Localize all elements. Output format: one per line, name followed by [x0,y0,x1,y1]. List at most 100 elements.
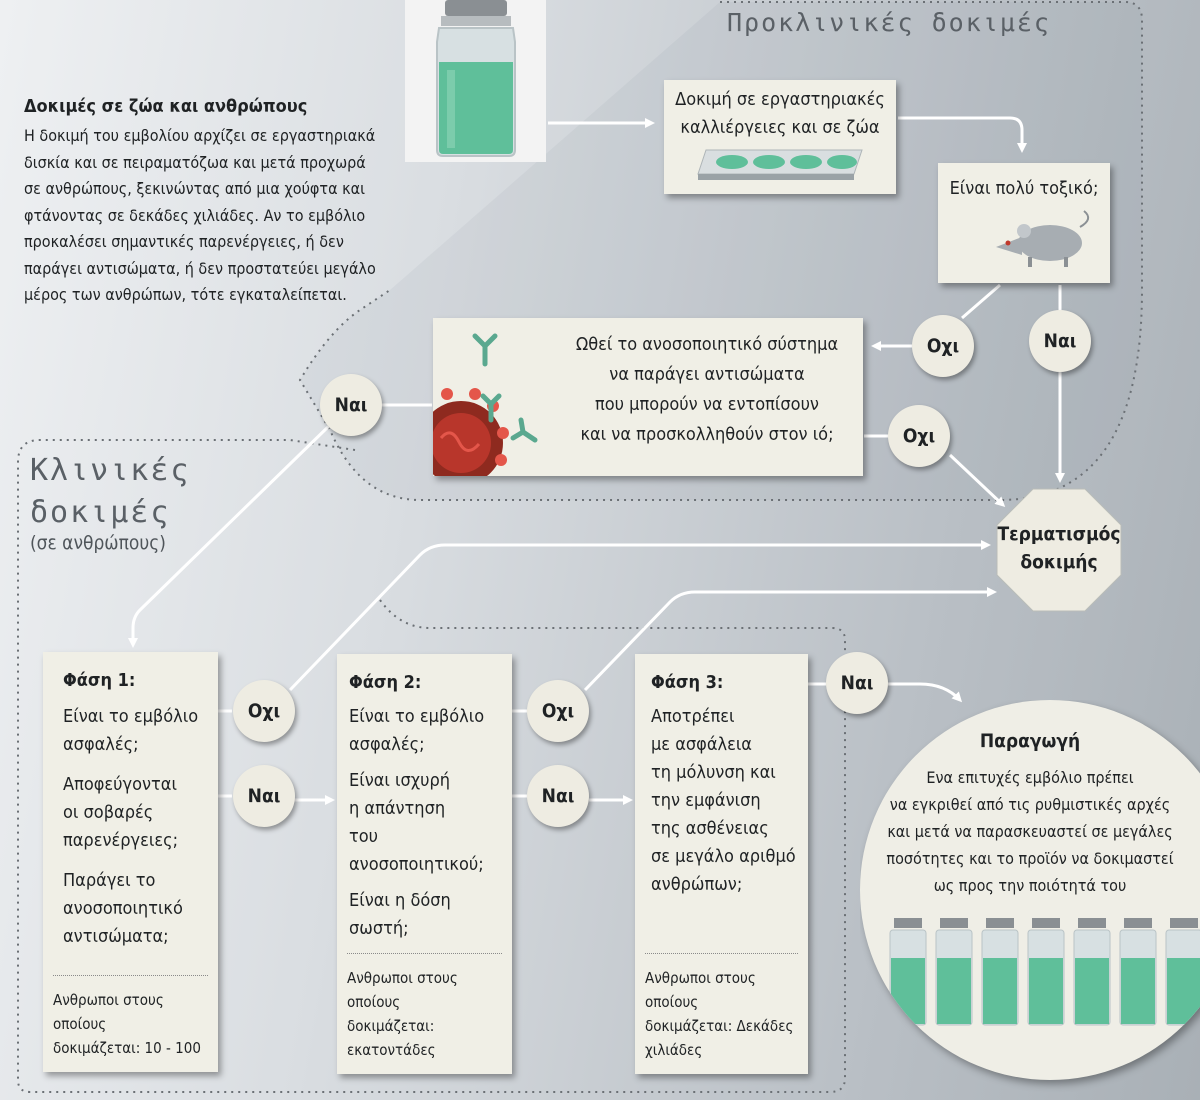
phase-question-line: Αποφεύγονται [63,774,177,795]
phase1-box: Φάση 1: Είναι το εμβόλιο ασφαλές; Αποφεύ… [43,652,218,1072]
intro-title: Δοκιμές σε ζώα και ανθρώπους [24,96,308,117]
toxicity-question: Είναι πολύ τοξικό; [949,178,1099,199]
phase-question-line: τη μόλυνση και [651,762,776,783]
phase-question-line: της ασθένειας [651,818,769,839]
vaccine-vial-icon [436,0,516,157]
production-line: να εγκριθεί από τις ρυθμιστικές αρχές [889,795,1171,814]
virus-icon [433,333,538,476]
decision-no-toxic: Οχι [912,315,974,377]
arrow-phase1-no-to-termination [288,540,991,692]
arrow-lab-to-toxic [898,116,1027,153]
intro-line: παράγει αντισώματα, ή δεν προστατεύει με… [24,258,376,278]
lab-test-line: Δοκιμή σε εργαστηριακές [675,89,885,110]
vials-row-icon [889,918,1200,1026]
intro-line: μέρος των ανθρώπων, τότε εγκαταλείπεται. [24,285,347,304]
phase-question-line: Είναι ισχυρή [349,770,451,791]
lab-test-box: Δοκιμή σε εργαστηριακές καλλιέργειες και… [664,80,896,194]
phase-footer-line: δοκιμάζεται: [347,1017,435,1035]
phase1-title: Φάση 1: [63,670,136,691]
phase-footer-line: Ανθρωποι στους οποίους [645,969,756,1011]
phase-footer-line: δοκιμάζεται: Δεκάδες [645,1017,794,1035]
decision-no-immune: Οχι [888,405,950,467]
phase2-title: Φάση 2: [349,672,422,693]
phase-question-line: του ανοσοποιητικού; [349,826,484,875]
mouse-icon [996,210,1090,267]
phase-footer-line: χιλιάδες [645,1041,703,1059]
intro-line: δισκία και σε πειραματόζωα και μετά προχ… [24,152,366,172]
phase3-box: Φάση 3: Αποτρέπει με ασφάλεια τη μόλυνση… [635,654,808,1074]
phase3-footer: Ανθρωποι στους οποίους δοκιμάζεται: Δεκά… [645,953,798,1062]
production-title: Παραγωγή [979,730,1081,752]
arrow-phase2-no-to-termination [583,587,997,692]
phase-question-line: Είναι η δόση σωστή; [349,890,451,939]
phase-footer-line: Ανθρωποι στους οποίους [53,991,164,1033]
clinical-title: Κλινικές δοκιμές [30,450,191,534]
immune-line: να παράγει αντισώματα [609,364,805,385]
phase1-footer: Ανθρωποι στους οποίους δοκιμάζεται: 10 -… [53,975,208,1060]
phase-question-line: Παράγει το [63,870,156,891]
toxicity-box: Είναι πολύ τοξικό; [938,163,1110,283]
phase-question-line: ανοσοποιητικό [63,898,183,919]
phase-question-line: ανθρώπων; [651,874,743,895]
petri-dish-icon [697,149,863,180]
termination-label: Τερματισμός δοκιμής [995,520,1123,576]
production-line: ως προς την ποιότητά του [933,876,1127,895]
phase-footer-line: Ανθρωποι στους οποίους [347,969,458,1011]
phase3-question: Αποτρέπει με ασφάλεια τη μόλυνση και την… [651,703,808,899]
phase1-question: Είναι το εμβόλιο ασφαλές; [63,703,218,759]
arrow-phase3-to-production [888,682,963,703]
phase-question-line: ασφαλές; [349,734,425,755]
immune-line: Ωθεί το ανοσοποιητικό σύστημα [575,334,839,355]
termination-line: Τερματισμός [997,523,1121,545]
decision-yes-immune: Ναι [320,374,382,436]
termination-line: δοκιμής [1020,551,1098,573]
phase-question-line: Είναι το εμβόλιο [63,706,199,727]
phase2-question: Είναι ισχυρή η απάντηση του ανοσοποιητικ… [349,767,512,879]
intro-line: φτάνοντας σε δεκάδες χιλιάδες. Αν το εμβ… [24,205,366,225]
phase3-title: Φάση 3: [651,672,724,693]
phase-question-line: σε μεγάλο αριθμό [651,846,796,867]
phase-question-line: με ασφάλεια [651,734,752,755]
arrow-no-to-termination [948,453,1006,508]
clinical-title-line: δοκιμές [30,495,171,530]
decision-yes-phase3: Ναι [826,652,888,714]
intro-body: Η δοκιμή του εμβολίου αρχίζει σε εργαστη… [24,123,384,309]
lab-test-line: καλλιέργειες και σε ζώα [680,117,880,138]
phase2-box: Φάση 2: Είναι το εμβόλιο ασφαλές; Είναι … [337,654,512,1074]
arrow-yes-to-phase1 [128,423,332,648]
clinical-title-line: Κλινικές [30,453,191,488]
phase-question-line: Είναι το εμβόλιο [349,706,485,727]
decision-yes-phase1: Ναι [233,765,295,827]
production-circle: Παραγωγή Ενα επιτυχές εμβόλιο πρέπει να … [860,700,1200,1080]
phase-question-line: οι σοβαρές [63,802,154,823]
production-line: ποσότητες και το προϊόν να δοκιμαστεί [886,849,1174,868]
immune-line: που μπορούν να εντοπίσουν [595,394,819,415]
clinical-region-border [17,439,846,1093]
preclinical-title: Προκλινικές δοκιμές [727,8,1051,37]
phase2-question: Είναι το εμβόλιο ασφαλές; [349,703,512,759]
phase2-footer: Ανθρωποι στους οποίους δοκιμάζεται: εκατ… [347,953,502,1062]
intro-line: σε ανθρώπους, ξεκινώντας από μια χούφτα … [24,179,365,198]
immune-response-box: Ωθεί το ανοσοποιητικό σύστημα να παράγει… [433,318,863,476]
vaccine-vial-panel [405,0,546,162]
phase-question-line: ασφαλές; [63,734,139,755]
immune-line: και να προσκολληθούν στον ιό; [580,424,834,445]
intro-block: Δοκιμές σε ζώα και ανθρώπους Η δοκιμή το… [24,96,384,309]
clinical-subtitle: (σε ανθρώπους) [30,532,166,554]
intro-line: Η δοκιμή του εμβολίου αρχίζει σε εργαστη… [24,126,376,145]
phase-question-line: την εμφάνιση [651,790,761,811]
production-line: και μετά να παρασκευαστεί σε μεγάλες [887,822,1173,841]
production-text: Ενα επιτυχές εμβόλιο πρέπει να εγκριθεί … [880,764,1180,899]
termination-octagon [996,488,1122,612]
phase-question-line: αντισώματα; [63,926,169,947]
phase-question-line: η απάντηση [349,798,446,819]
phase-question-line: Αποτρέπει [651,706,735,727]
phase2-question: Είναι η δόση σωστή; [349,887,512,943]
phase-question-line: παρενέργειες; [63,830,179,851]
intro-line: προκαλέσει σημαντικές παρενέργειες, ή δε… [24,232,344,251]
antibody-icon [472,333,538,443]
phase1-question: Αποφεύγονται οι σοβαρές παρενέργειες; [63,771,218,855]
phase-footer-line: δοκιμάζεται: 10 - 100 [53,1039,201,1057]
phase-footer-line: εκατοντάδες [347,1041,436,1059]
decision-yes-toxic: Ναι [1029,310,1091,372]
